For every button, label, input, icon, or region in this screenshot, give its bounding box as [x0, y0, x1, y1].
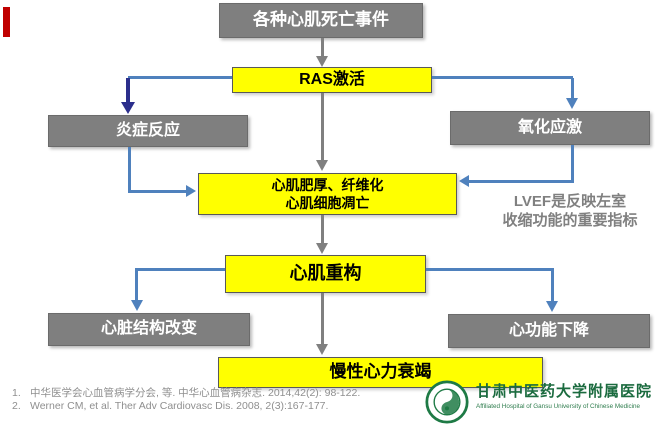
node-ras-activation: RAS激活: [232, 67, 432, 93]
reference-item: 1. 中华医学会心血管病学分会, 等. 中华心血管病杂志. 2014,42(2)…: [12, 387, 360, 400]
connector-remodeling-left: [137, 268, 225, 271]
arrowhead-hypertrophy-to-remodeling: [316, 243, 328, 254]
connector-oxidative-down: [571, 145, 574, 182]
connector-inflammation-right: [128, 190, 186, 193]
red-accent-bar: [3, 7, 10, 37]
node-hypertrophy-apoptosis: 心肌肥厚、纤维化 心肌细胞凋亡: [198, 173, 457, 215]
arrowhead-ras-to-hypertrophy: [316, 160, 328, 171]
arrowhead-to-inflammation: [121, 102, 135, 114]
arrowhead-into-hypertrophy-left: [186, 185, 196, 197]
lvef-annotation: LVEF是反映左室 收缩功能的重要指标: [487, 193, 653, 231]
node-function-decline: 心功能下降: [448, 314, 650, 348]
connector-death-to-ras: [321, 38, 324, 57]
hypertrophy-line2: 心肌细胞凋亡: [285, 195, 370, 211]
connector-remodeling-right: [426, 268, 554, 271]
lvef-annotation-line2: 收缩功能的重要指标: [502, 211, 638, 229]
node-oxidative-stress: 氧化应激: [450, 111, 650, 145]
hospital-logo: 甘肃中医药大学附属医院 Affiliated Hospital of Gansu…: [424, 380, 652, 424]
connector-ras-right: [432, 76, 573, 79]
connector-remodeling-to-chf: [321, 293, 324, 344]
hospital-name: 甘肃中医药大学附属医院 Affiliated Hospital of Gansu…: [476, 380, 652, 410]
connector-ras-to-hypertrophy: [321, 93, 324, 160]
connector-to-inflammation: [126, 78, 130, 102]
reference-number: 1.: [12, 387, 21, 399]
arrowhead-death-to-ras: [316, 56, 328, 67]
connector-to-oxidative: [571, 78, 574, 98]
reference-text: 中华医学会心血管病学分会, 等. 中华心血管病杂志. 2014,42(2): 9…: [30, 387, 361, 399]
arrowhead-into-hypertrophy-right: [459, 175, 469, 187]
connector-hypertrophy-to-remodeling: [321, 215, 324, 243]
hospital-emblem-icon: [424, 380, 470, 424]
arrowhead-to-function-decline: [546, 301, 558, 312]
hypertrophy-line1: 心肌肥厚、纤维化: [271, 176, 384, 193]
node-death-events: 各种心肌死亡事件: [219, 3, 423, 38]
arrowhead-to-oxidative: [566, 98, 578, 109]
arrowhead-remodeling-to-chf: [316, 344, 328, 355]
connector-ras-left: [128, 76, 232, 79]
connector-remodeling-right-down: [551, 268, 554, 301]
reference-number: 2.: [12, 400, 21, 412]
connector-oxidative-left: [469, 180, 574, 183]
reference-list: 1. 中华医学会心血管病学分会, 等. 中华心血管病杂志. 2014,42(2)…: [12, 387, 360, 413]
connector-inflammation-down: [128, 147, 131, 193]
arrowhead-to-structure-change: [131, 300, 143, 311]
hospital-name-en: Affiliated Hospital of Gansu University …: [476, 403, 641, 410]
node-inflammation: 炎症反应: [48, 115, 248, 147]
connector-remodeling-left-down: [135, 268, 138, 300]
reference-text: Werner CM, et al. Ther Adv Cardiovasc Di…: [30, 400, 329, 412]
reference-item: 2. Werner CM, et al. Ther Adv Cardiovasc…: [12, 400, 360, 413]
node-structure-change: 心脏结构改变: [48, 313, 250, 346]
lvef-annotation-line1: LVEF是反映左室: [513, 193, 627, 210]
node-myocardial-remodeling: 心肌重构: [225, 255, 426, 293]
node-chronic-heart-failure: 慢性心力衰竭: [218, 357, 543, 388]
hospital-name-zh: 甘肃中医药大学附属医院: [476, 384, 653, 400]
